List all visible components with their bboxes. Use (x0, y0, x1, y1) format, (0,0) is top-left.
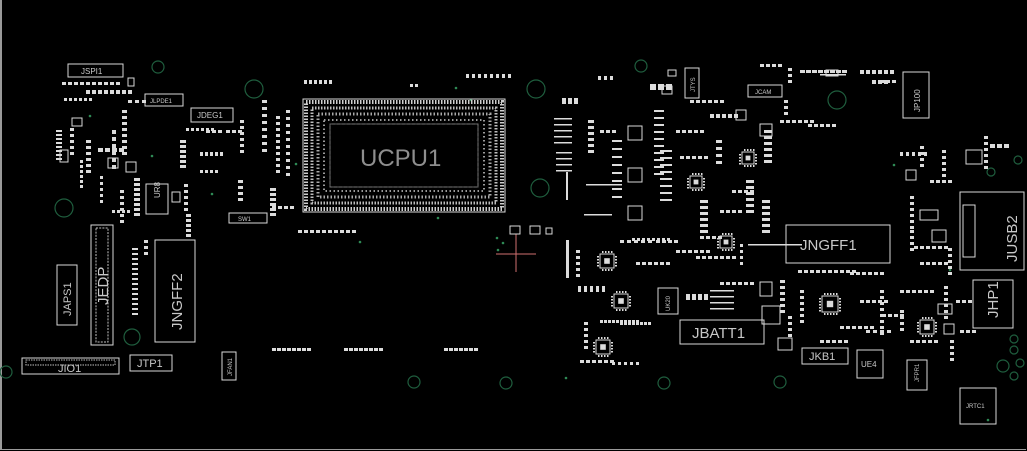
jusb2-connector[interactable]: JUSB2 (959, 191, 1025, 271)
crosshair-cursor-icon (496, 234, 536, 272)
svg-text:JHP1: JHP1 (985, 281, 1002, 318)
jngff2-connector[interactable]: JNGFF2 (154, 239, 196, 343)
mounting-holes (0, 59, 1025, 390)
svg-text:JKB1: JKB1 (809, 351, 835, 363)
svg-text:JIO1: JIO1 (58, 363, 81, 375)
cpu-footprint[interactable]: UCPU1 (302, 98, 506, 213)
jrtc1-connector[interactable]: JRTC1 (959, 387, 997, 425)
svg-text:UR8: UR8 (153, 181, 162, 198)
svg-text:JUSB2: JUSB2 (1004, 215, 1021, 262)
uk20-chip[interactable]: UK20 (657, 287, 679, 315)
ucpu1-label: UCPU1 (360, 145, 441, 172)
svg-text:JTP1: JTP1 (137, 358, 163, 370)
sw1-switch[interactable]: SW1 (228, 212, 268, 224)
jspi1-connector[interactable]: JSPI1 (67, 63, 124, 78)
ue4-chip[interactable]: UE4 (856, 349, 884, 379)
jkb1-connector[interactable]: JKB1 (801, 347, 849, 365)
jbatt1-connector[interactable]: JBATT1 (679, 319, 765, 345)
svg-text:JNGFF2: JNGFF2 (169, 273, 186, 330)
jio1-connector[interactable]: JIO1 (21, 357, 120, 375)
svg-text:JEDP: JEDP (95, 267, 112, 305)
svg-text:JAPS1: JAPS1 (62, 282, 74, 316)
jedp-connector[interactable]: JEDP (90, 224, 114, 346)
ur8-chip[interactable]: UR8 (145, 181, 169, 215)
vias (88, 86, 990, 422)
smd-components (56, 64, 1009, 365)
jcam-connector[interactable]: JCAM (747, 84, 783, 98)
jp100-connector[interactable]: JP100 (902, 71, 930, 119)
svg-text:UK20: UK20 (666, 295, 672, 311)
svg-text:JCAM: JCAM (755, 90, 771, 96)
jdeg1-connector[interactable]: JDEG1 (190, 107, 234, 123)
svg-text:SW1: SW1 (238, 217, 252, 223)
jtp1-connector[interactable]: JTP1 (129, 354, 173, 372)
jhp1-connector[interactable]: JHP1 (972, 279, 1014, 329)
svg-text:JFAN1: JFAN1 (228, 357, 234, 376)
svg-text:JP100: JP100 (913, 89, 922, 112)
jtys-connector[interactable]: JTYS (684, 67, 700, 99)
jfpr1-connector[interactable]: JFPR1 (906, 359, 928, 391)
svg-text:JBATT1: JBATT1 (692, 325, 745, 342)
svg-text:JLPDE1: JLPDE1 (150, 99, 173, 105)
svg-text:UE4: UE4 (861, 360, 877, 369)
svg-text:JSPI1: JSPI1 (81, 67, 103, 76)
svg-text:JNGFF1: JNGFF1 (800, 237, 857, 254)
svg-text:JFPR1: JFPR1 (915, 363, 921, 382)
svg-text:JDEG1: JDEG1 (197, 111, 223, 120)
jlpde1-connector[interactable]: JLPDE1 (144, 93, 184, 107)
japs1-connector[interactable]: JAPS1 (56, 264, 78, 326)
jfan1-connector[interactable]: JFAN1 (221, 351, 237, 381)
svg-text:JTYS: JTYS (691, 77, 697, 92)
svg-text:JRTC1: JRTC1 (966, 404, 985, 410)
